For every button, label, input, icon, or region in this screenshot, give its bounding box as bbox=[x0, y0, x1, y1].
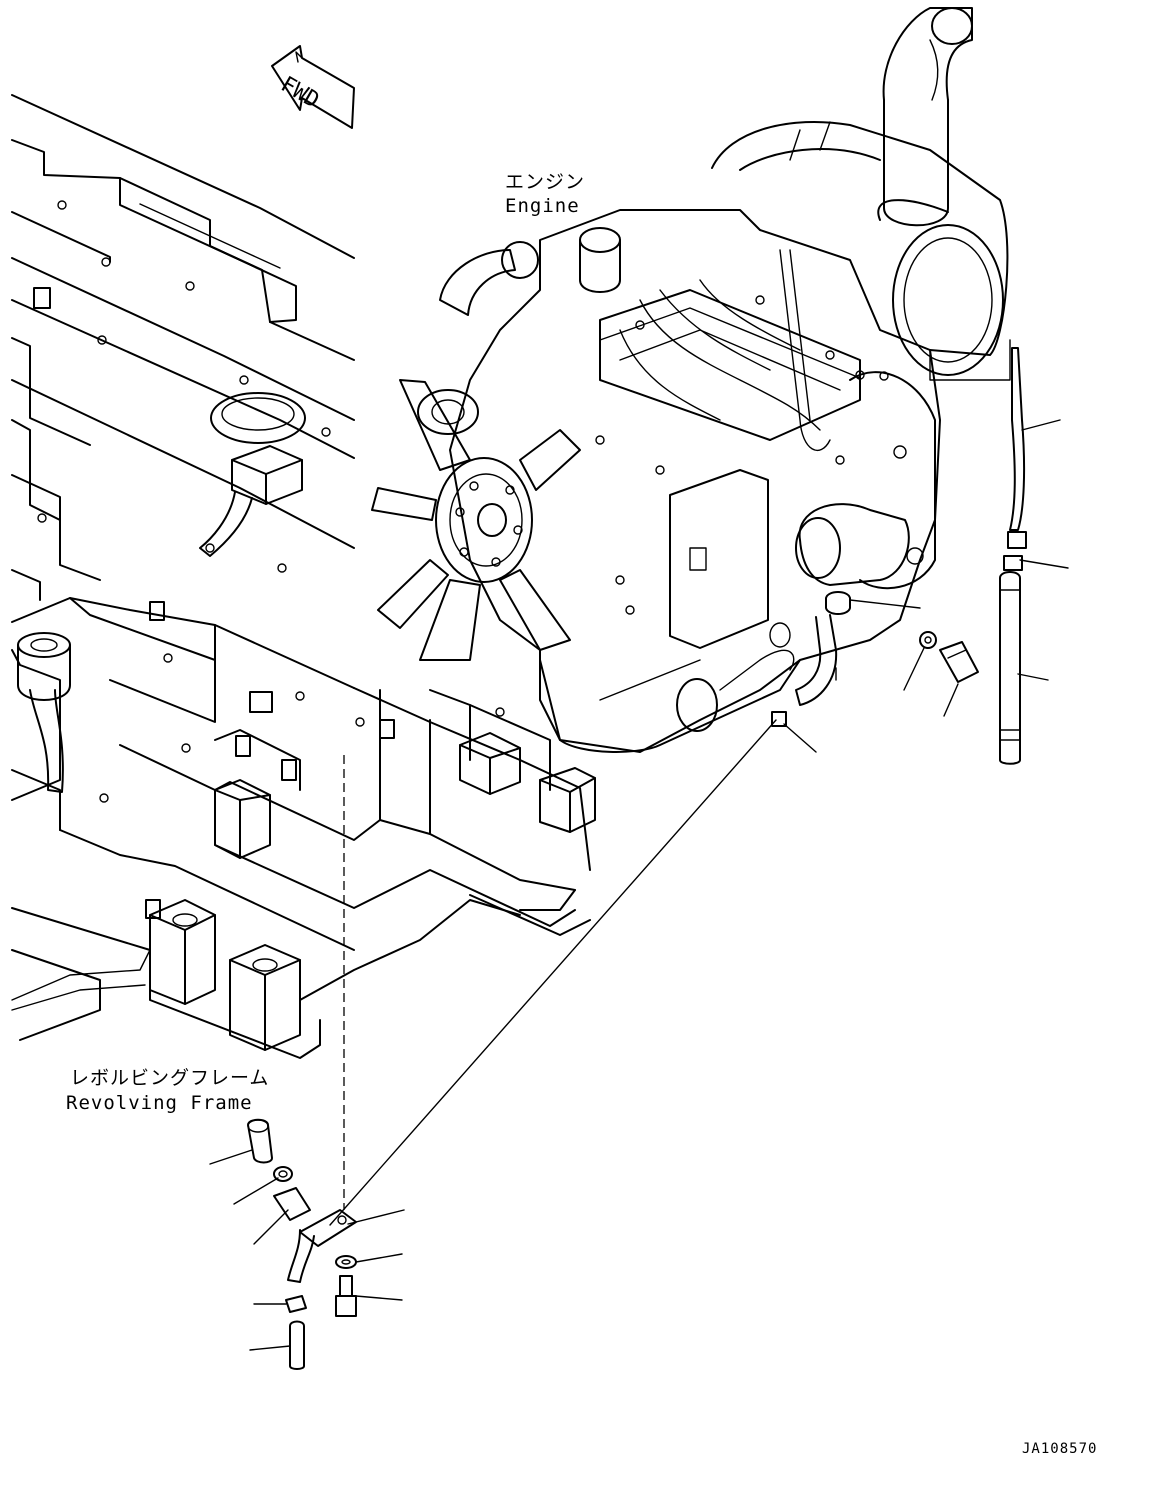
revolving-frame bbox=[11, 94, 596, 1059]
frame-bolts bbox=[37, 200, 505, 803]
leader-lines bbox=[209, 419, 1069, 1351]
drawing-number: JA108570 bbox=[1022, 1441, 1098, 1457]
drain-hose-engine bbox=[771, 591, 979, 727]
engine-label-en: Engine bbox=[505, 195, 580, 217]
fwd-arrow: FWD bbox=[271, 45, 355, 129]
dipstick-assembly bbox=[999, 347, 1027, 765]
frame-label-en: Revolving Frame bbox=[66, 1092, 253, 1114]
engine-label-jp: エンジン bbox=[505, 171, 586, 193]
frame-label-jp: レボルビングフレーム bbox=[70, 1067, 270, 1089]
engine bbox=[371, 7, 1011, 753]
drain-valve-parts bbox=[247, 719, 777, 1370]
